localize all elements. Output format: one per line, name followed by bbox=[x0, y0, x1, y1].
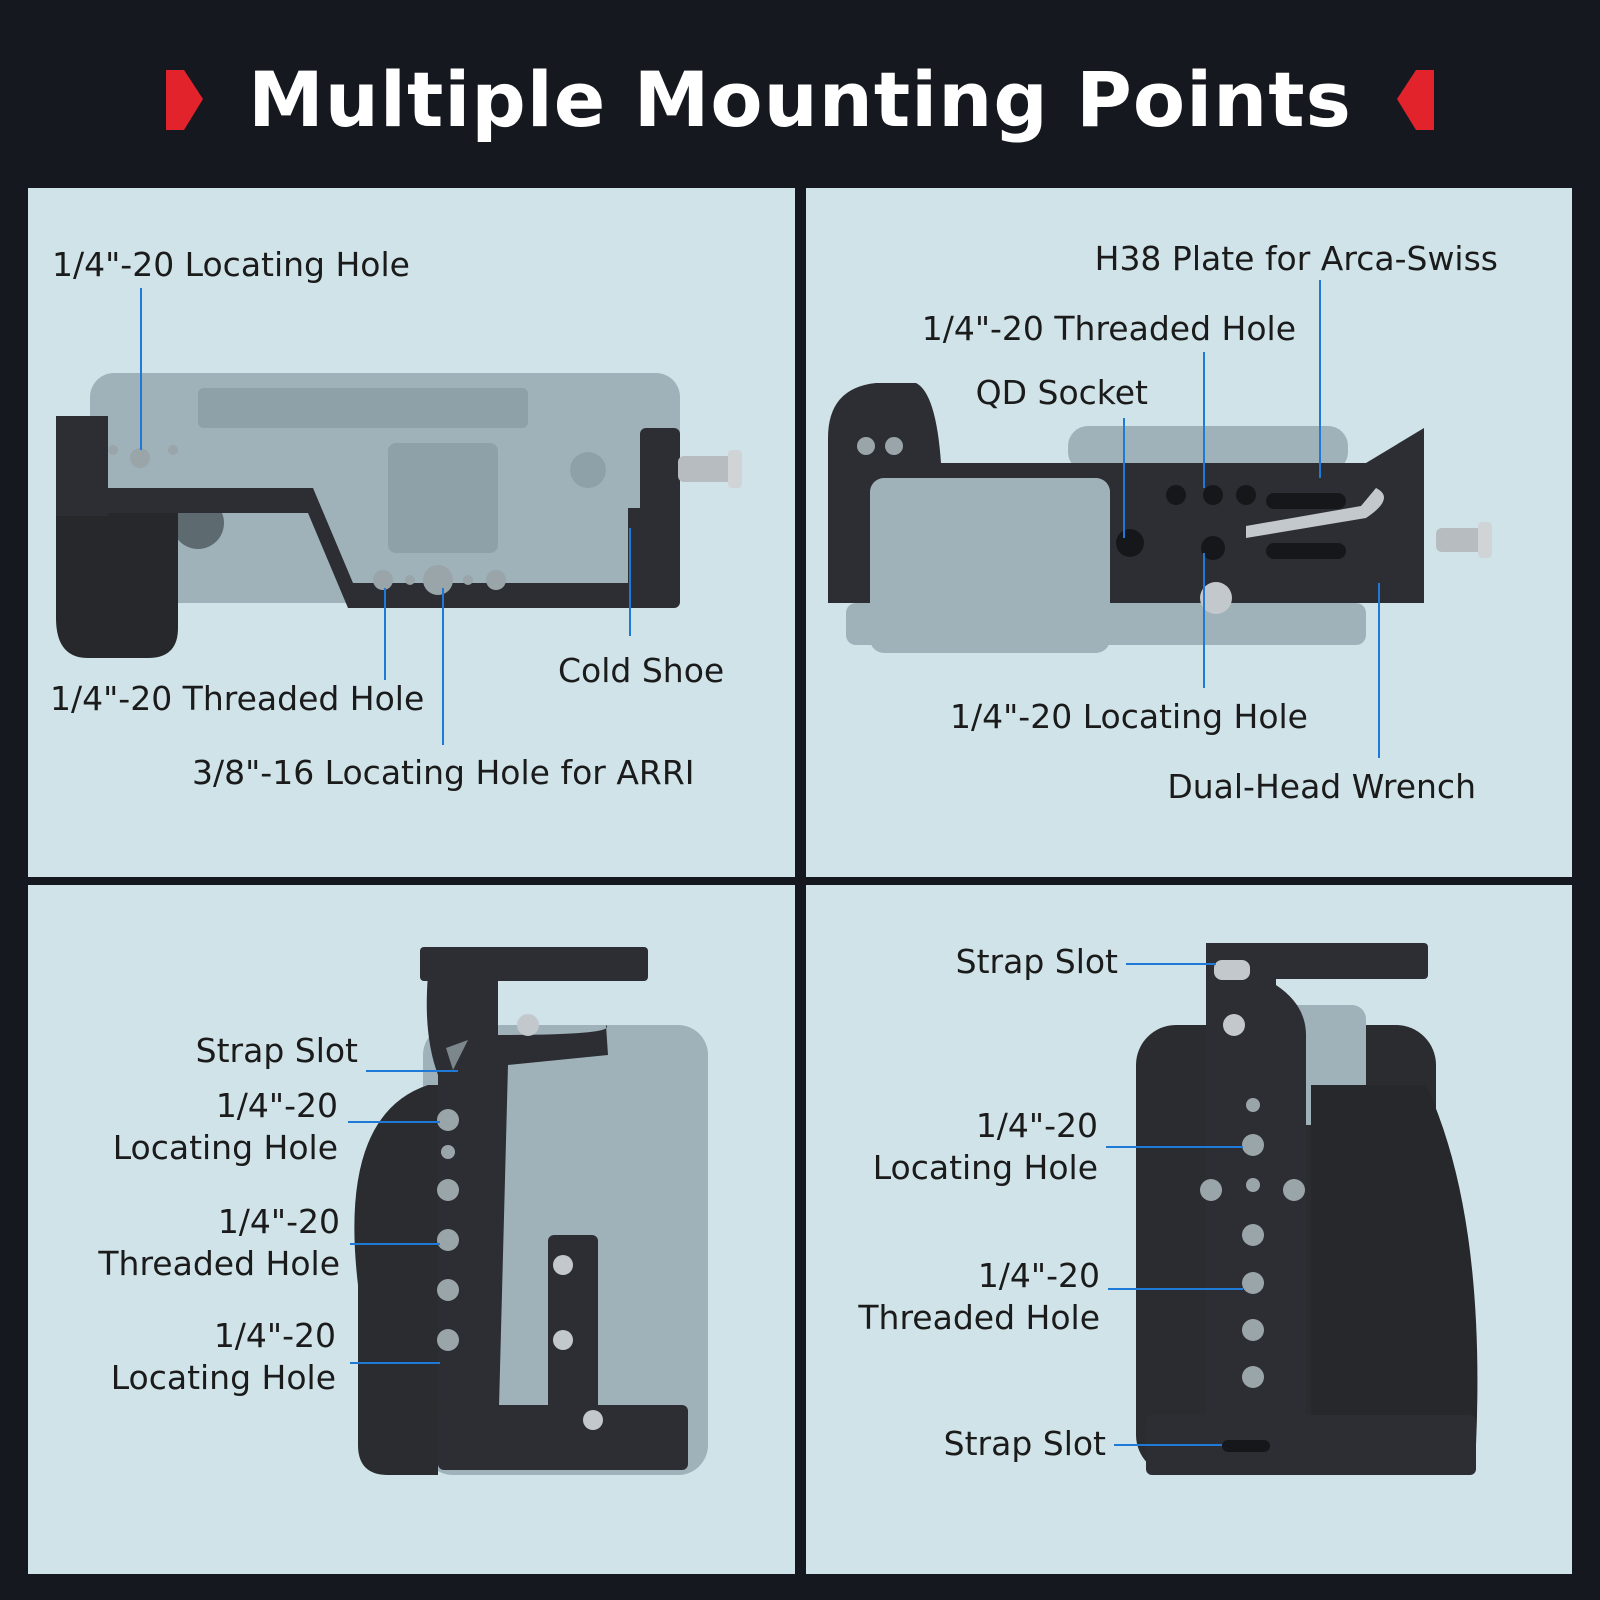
qd-socket-icon bbox=[1116, 529, 1144, 557]
label-threaded-hole-line1: 1/4"-20 bbox=[217, 1202, 340, 1241]
label-locating-hole-2-line2: Locating Hole bbox=[110, 1358, 336, 1397]
red-chevron-right-icon bbox=[166, 70, 203, 130]
label-h38-plate: H38 Plate for Arca-Swiss bbox=[1094, 239, 1498, 278]
cold-shoe-mount bbox=[640, 428, 680, 608]
right-side-illustration bbox=[1106, 943, 1478, 1475]
label-cold-shoe: Cold Shoe bbox=[558, 651, 725, 690]
top-view-illustration bbox=[56, 288, 742, 745]
page-title: Multiple Mounting Points bbox=[248, 55, 1352, 144]
label-locating-hole: 1/4"-20 Locating Hole bbox=[950, 697, 1308, 736]
label-locating-hole-1-line2: Locating Hole bbox=[112, 1128, 338, 1167]
rubber-grip bbox=[1311, 1085, 1478, 1445]
label-qd-socket: QD Socket bbox=[975, 373, 1148, 412]
left-side-panel: Strap Slot 1/4"-20 Locating Hole 1/4"-20… bbox=[28, 885, 795, 1574]
label-strap-slot-top: Strap Slot bbox=[955, 942, 1118, 981]
top-view-panel: 1/4"-20 Locating Hole 1/4"-20 Threaded H… bbox=[28, 188, 795, 877]
strap-slot-icon bbox=[446, 1040, 468, 1070]
label-threaded-hole-line1: 1/4"-20 bbox=[977, 1256, 1100, 1295]
rubber-grip bbox=[354, 1085, 438, 1475]
hole-column bbox=[437, 1109, 459, 1351]
header-markers bbox=[166, 70, 1434, 130]
bottom-view-illustration bbox=[828, 280, 1492, 758]
label-locating-hole-line1: 1/4"-20 bbox=[975, 1106, 1098, 1145]
label-strap-slot-bottom: Strap Slot bbox=[943, 1424, 1106, 1463]
header: Multiple Mounting Points bbox=[0, 0, 1600, 190]
cage-side bbox=[1206, 943, 1306, 1445]
label-threaded-hole: 1/4"-20 Threaded Hole bbox=[921, 309, 1296, 348]
wrench-icon bbox=[1246, 488, 1384, 538]
left-side-illustration bbox=[348, 947, 708, 1475]
label-locating-hole-2-line1: 1/4"-20 bbox=[213, 1316, 336, 1355]
bottom-view-panel: H38 Plate for Arca-Swiss 1/4"-20 Threade… bbox=[806, 188, 1572, 877]
strap-slot-icon bbox=[1214, 960, 1250, 980]
label-threaded-hole-line2: Threaded Hole bbox=[98, 1244, 340, 1283]
knob-icon bbox=[1436, 528, 1486, 552]
cable-clamp bbox=[548, 1235, 598, 1415]
cage-frame bbox=[56, 418, 658, 608]
hole-column bbox=[1200, 1098, 1305, 1388]
red-chevron-left-icon bbox=[1397, 70, 1434, 130]
hole-icon bbox=[130, 448, 150, 468]
camera-body bbox=[90, 373, 680, 603]
strap-slot-bottom-icon bbox=[1222, 1440, 1270, 1452]
label-arri-hole: 3/8"-16 Locating Hole for ARRI bbox=[192, 753, 695, 792]
right-side-panel: Strap Slot 1/4"-20 Locating Hole 1/4"-20… bbox=[806, 885, 1572, 1574]
label-strap-slot: Strap Slot bbox=[195, 1031, 358, 1070]
label-locating-hole-top: 1/4"-20 Locating Hole bbox=[52, 245, 410, 284]
rubber-grip bbox=[56, 488, 178, 658]
label-locating-hole-1-line1: 1/4"-20 bbox=[215, 1086, 338, 1125]
label-threaded-hole: 1/4"-20 Threaded Hole bbox=[50, 679, 425, 718]
label-threaded-hole-line2: Threaded Hole bbox=[858, 1298, 1100, 1337]
label-locating-hole-line2: Locating Hole bbox=[872, 1148, 1098, 1187]
label-wrench: Dual-Head Wrench bbox=[1167, 767, 1476, 806]
knob-icon bbox=[678, 456, 738, 482]
top-plate bbox=[420, 947, 648, 981]
cage-side bbox=[426, 975, 608, 1445]
